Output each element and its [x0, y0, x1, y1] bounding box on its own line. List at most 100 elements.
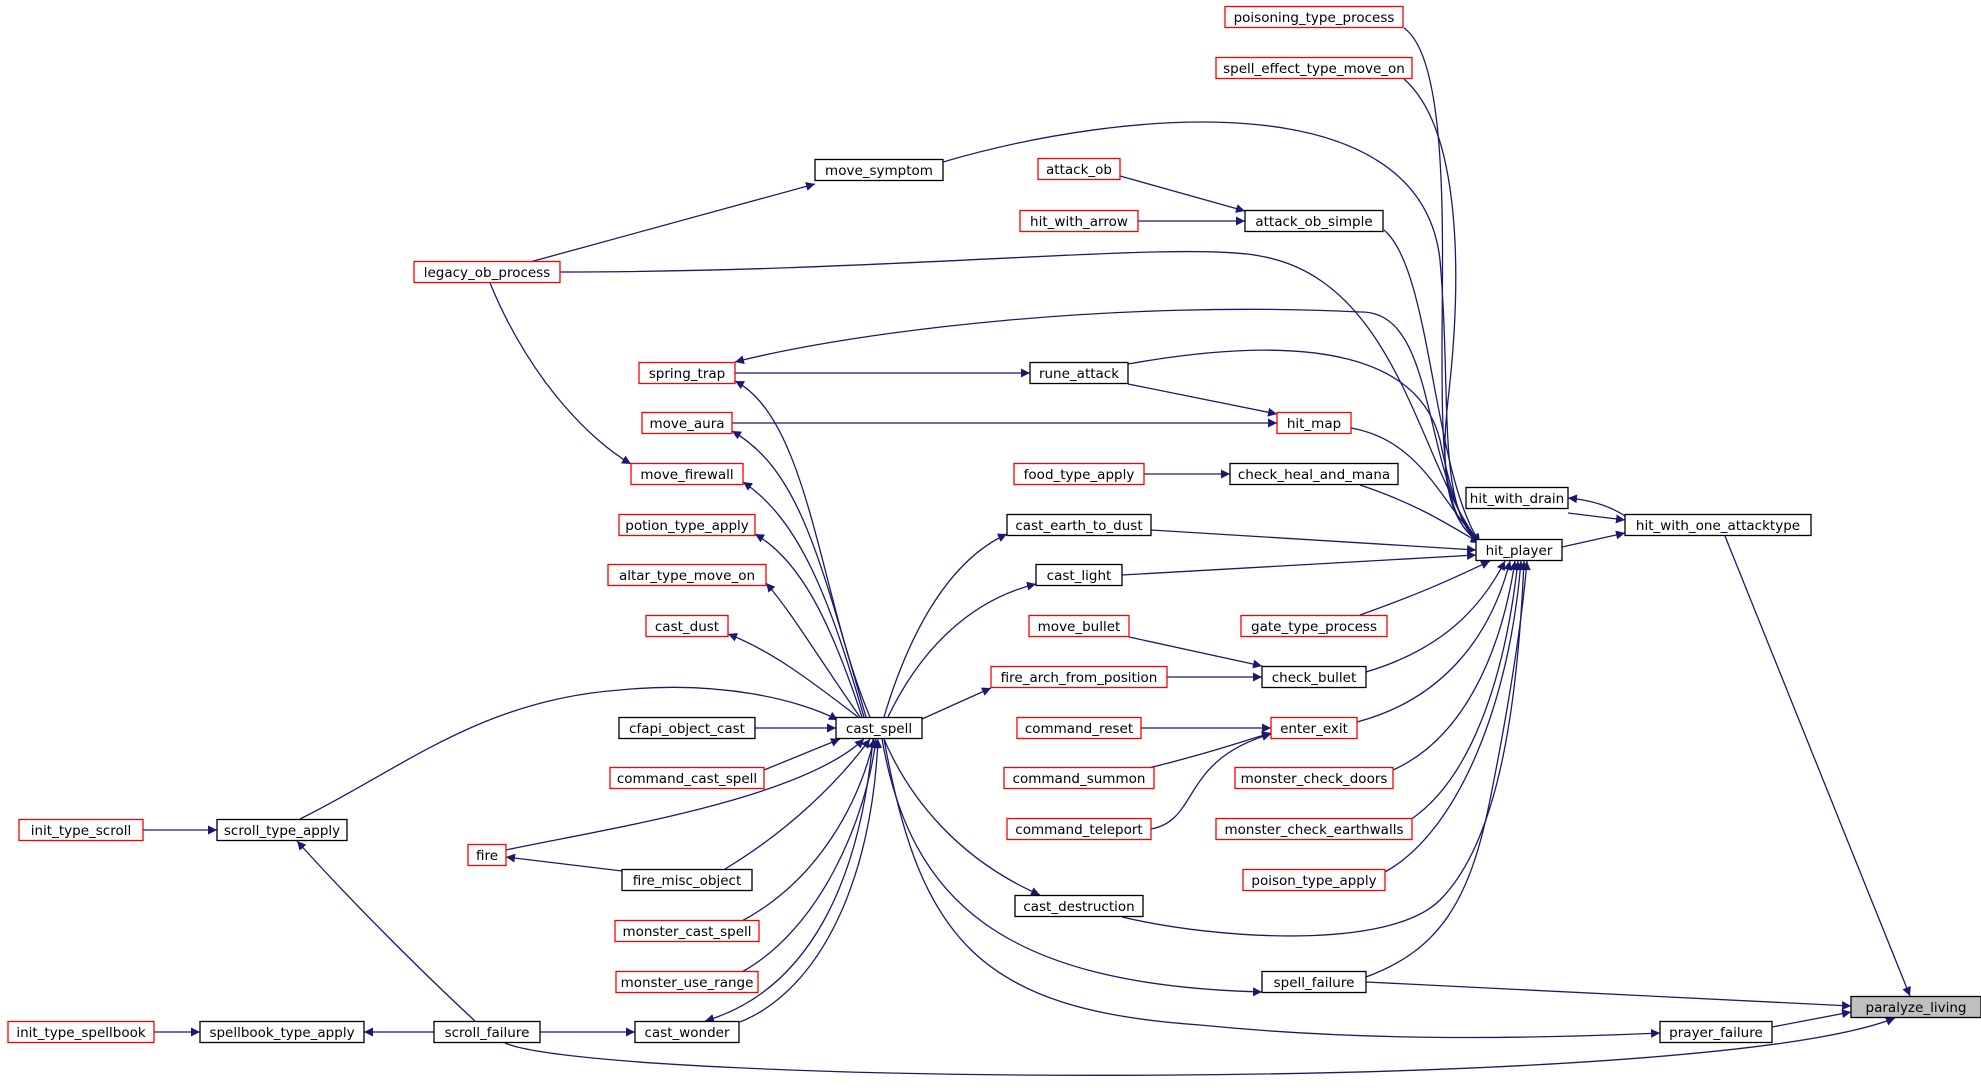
node-poisoning_type_process[interactable]: poisoning_type_process: [1224, 5, 1404, 29]
edge-attack_ob_simple-to-hit_player: [1383, 229, 1481, 544]
node-box: [1029, 361, 1129, 385]
node-spring_trap[interactable]: spring_trap: [638, 361, 736, 385]
node-box: [638, 361, 736, 385]
node-gate_type_process[interactable]: gate_type_process: [1240, 614, 1388, 638]
edge-command_cast_spell-to-cast_spell: [763, 738, 841, 771]
node-hit_with_arrow[interactable]: hit_with_arrow: [1019, 209, 1139, 233]
node-label: check_heal_and_mana: [1238, 467, 1390, 483]
node-rune_attack[interactable]: rune_attack: [1029, 361, 1129, 385]
edge-cast_spell-to-spring_trap: [734, 380, 871, 718]
node-label: move_firewall: [640, 467, 733, 483]
node-hit_player[interactable]: hit_player: [1475, 538, 1563, 562]
edge-path: [529, 182, 816, 263]
node-paralyze_living[interactable]: paralyze_living: [1850, 995, 1981, 1019]
node-label: spell_effect_type_move_on: [1223, 61, 1405, 77]
node-cast_light[interactable]: cast_light: [1035, 563, 1123, 587]
edge-path: [1356, 560, 1513, 723]
node-prayer_failure[interactable]: prayer_failure: [1659, 1020, 1773, 1044]
node-cast_destruction[interactable]: cast_destruction: [1014, 894, 1144, 918]
node-scroll_failure[interactable]: scroll_failure: [433, 1020, 541, 1044]
edge-move_bullet-to-check_bullet: [1128, 636, 1263, 669]
node-box: [1624, 513, 1812, 537]
node-command_summon[interactable]: command_summon: [1003, 766, 1155, 790]
node-attack_ob[interactable]: attack_ob: [1037, 157, 1121, 181]
node-label: scroll_type_apply: [224, 823, 340, 839]
edge-path: [724, 738, 871, 870]
edge-path: [1724, 535, 1911, 997]
edge-path: [1121, 560, 1529, 937]
edge-path: [1127, 383, 1278, 417]
node-label: check_bullet: [1272, 670, 1357, 686]
edge-legacy_ob_process-to-hit_player: [559, 250, 1481, 544]
node-altar_type_move_on[interactable]: altar_type_move_on: [607, 563, 767, 587]
node-attack_ob_simple[interactable]: attack_ob_simple: [1244, 209, 1384, 233]
node-label: cfapi_object_cast: [629, 721, 745, 737]
node-label: enter_exit: [1280, 721, 1348, 737]
edge-path: [504, 1017, 1896, 1076]
node-command_reset[interactable]: command_reset: [1016, 716, 1142, 740]
node-init_type_spellbook[interactable]: init_type_spellbook: [7, 1020, 155, 1044]
node-box: [1019, 209, 1139, 233]
edge-prayer_failure-to-paralyze_living: [1771, 1009, 1852, 1028]
node-label: cast_dust: [655, 619, 719, 635]
node-cast_wonder[interactable]: cast_wonder: [634, 1020, 740, 1044]
node-move_bullet[interactable]: move_bullet: [1028, 614, 1130, 638]
edge-path: [489, 282, 632, 465]
node-label: poison_type_apply: [1251, 873, 1376, 889]
node-cast_spell[interactable]: cast_spell: [835, 716, 923, 740]
edge-check_heal_and_mana-to-hit_player: [1359, 484, 1481, 544]
edge-cast_spell-to-cast_wonder: [704, 738, 874, 1023]
node-move_firewall[interactable]: move_firewall: [630, 462, 744, 486]
node-potion_type_apply[interactable]: potion_type_apply: [618, 513, 756, 537]
node-monster_check_doors[interactable]: monster_check_doors: [1234, 766, 1394, 790]
node-fire[interactable]: fire: [467, 843, 507, 867]
node-monster_check_earthwalls[interactable]: monster_check_earthwalls: [1215, 817, 1413, 841]
node-label: prayer_failure: [1669, 1025, 1763, 1041]
node-food_type_apply[interactable]: food_type_apply: [1013, 462, 1145, 486]
node-spellbook_type_apply[interactable]: spellbook_type_apply: [199, 1020, 365, 1044]
node-move_aura[interactable]: move_aura: [641, 411, 733, 435]
node-spell_failure[interactable]: spell_failure: [1261, 970, 1367, 994]
edge-path: [299, 686, 839, 820]
node-enter_exit[interactable]: enter_exit: [1270, 716, 1358, 740]
edge-path: [505, 853, 623, 872]
edge-hit_with_one_attacktype-to-hit_with_drain: [1567, 494, 1626, 517]
node-cast_dust[interactable]: cast_dust: [645, 614, 729, 638]
edge-layer: [143, 27, 1911, 1076]
edge-path: [1119, 175, 1246, 213]
node-check_heal_and_mana[interactable]: check_heal_and_mana: [1229, 462, 1399, 486]
node-fire_arch_from_position[interactable]: fire_arch_from_position: [990, 665, 1168, 689]
node-label: fire_arch_from_position: [1001, 670, 1158, 686]
node-command_teleport[interactable]: command_teleport: [1006, 817, 1152, 841]
node-hit_with_one_attacktype[interactable]: hit_with_one_attacktype: [1624, 513, 1812, 537]
node-check_bullet[interactable]: check_bullet: [1261, 665, 1367, 689]
node-fire_misc_object[interactable]: fire_misc_object: [621, 868, 753, 892]
node-scroll_type_apply[interactable]: scroll_type_apply: [216, 818, 348, 842]
node-spell_effect_type_move_on[interactable]: spell_effect_type_move_on: [1215, 56, 1413, 80]
node-label: hit_player: [1486, 543, 1553, 559]
node-cast_earth_to_dust[interactable]: cast_earth_to_dust: [1006, 513, 1152, 537]
edge-spell_failure-to-hit_player: [1365, 560, 1531, 978]
node-poison_type_apply[interactable]: poison_type_apply: [1242, 868, 1386, 892]
node-command_cast_spell[interactable]: command_cast_spell: [609, 766, 765, 790]
edge-rune_attack-to-hit_player: [1127, 349, 1481, 544]
node-label: cast_wonder: [644, 1025, 730, 1041]
node-monster_use_range[interactable]: monster_use_range: [615, 970, 759, 994]
edge-cast_spell-to-move_aura: [731, 430, 867, 718]
node-cfapi_object_cast[interactable]: cfapi_object_cast: [618, 716, 756, 740]
node-hit_map[interactable]: hit_map: [1276, 411, 1352, 435]
edge-hit_with_one_attacktype-to-paralyze_living: [1724, 535, 1911, 997]
node-monster_cast_spell[interactable]: monster_cast_spell: [614, 919, 760, 943]
edge-cast_spell-to-prayer_failure: [883, 738, 1661, 1039]
edge-hit_player-to-spring_trap: [734, 308, 1481, 544]
edge-path: [1771, 1009, 1852, 1028]
node-box: [216, 818, 348, 842]
node-box: [621, 868, 753, 892]
edge-path: [734, 380, 871, 718]
node-legacy_ob_process[interactable]: legacy_ob_process: [413, 260, 561, 284]
node-hit_with_drain[interactable]: hit_with_drain: [1465, 486, 1569, 510]
edge-scroll_type_apply-to-cast_spell: [299, 686, 839, 820]
node-move_symptom[interactable]: move_symptom: [814, 158, 944, 182]
edge-path: [704, 738, 874, 1023]
node-init_type_scroll[interactable]: init_type_scroll: [18, 818, 144, 842]
